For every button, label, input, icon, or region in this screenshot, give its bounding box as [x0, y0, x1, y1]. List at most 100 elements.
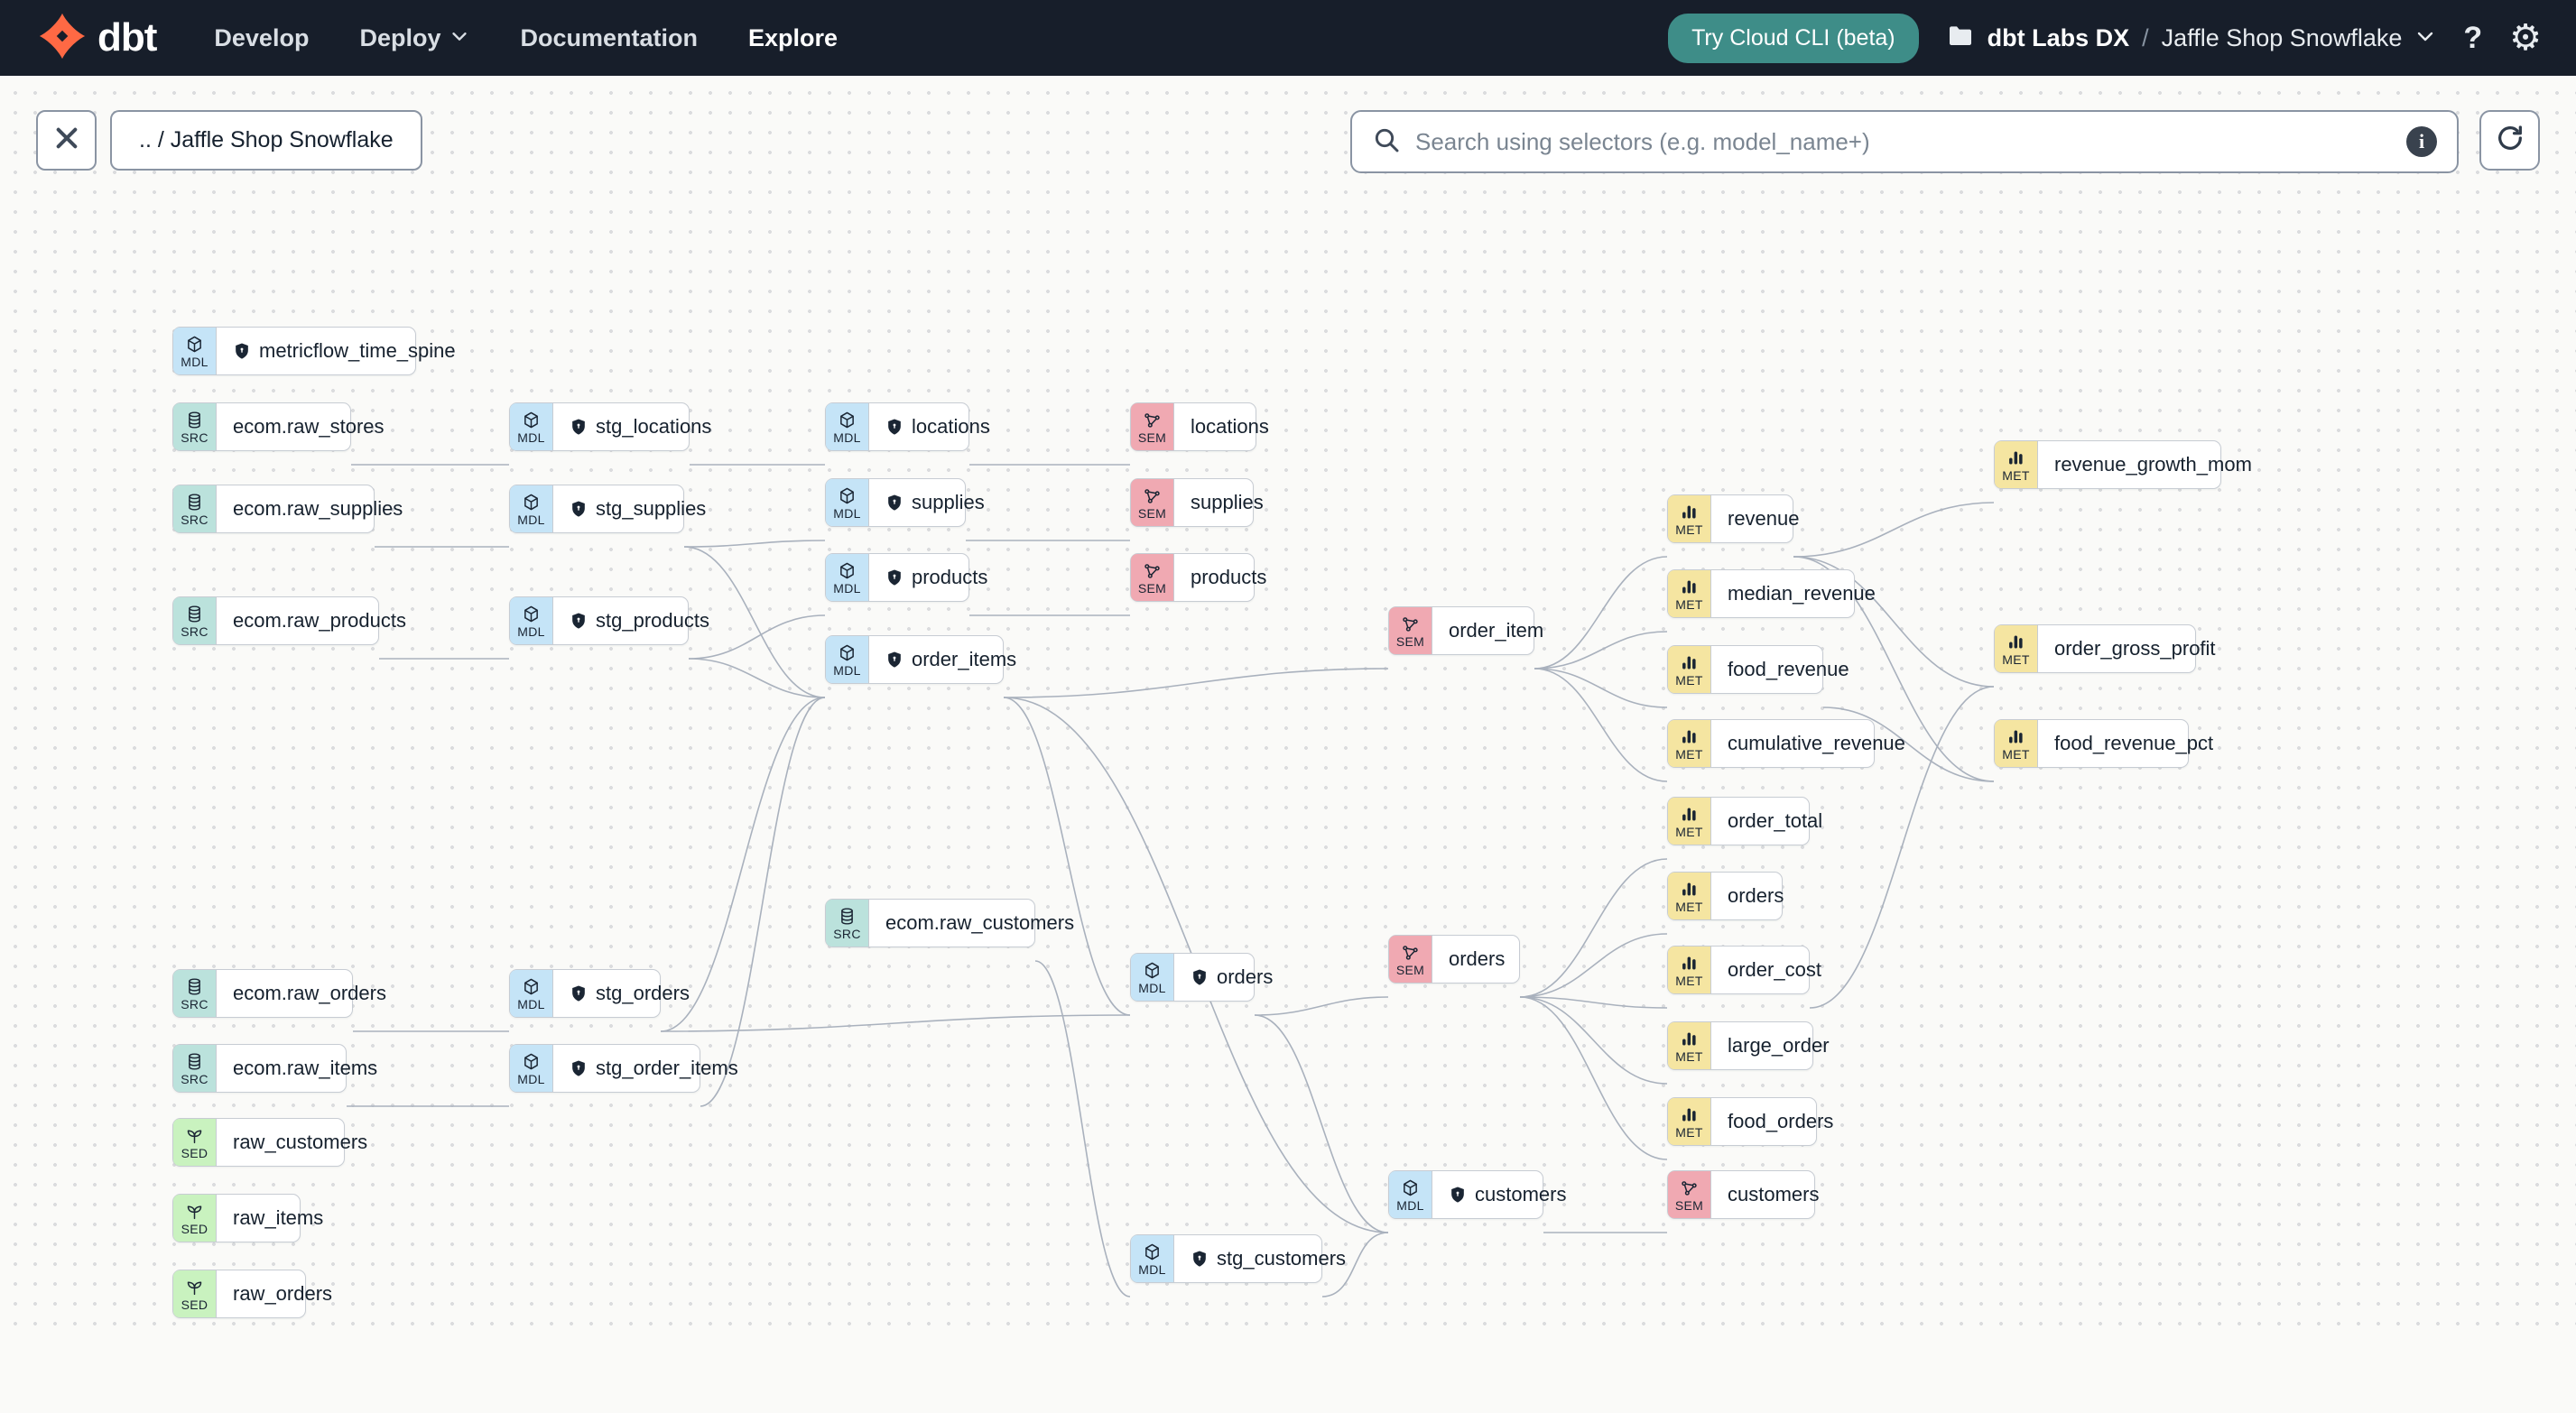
seedling-icon — [185, 1278, 204, 1297]
shield-icon — [233, 342, 251, 360]
top-navbar: dbt Develop Deploy Documentation Explore… — [0, 0, 2576, 76]
dbt-logo[interactable]: dbt — [0, 10, 157, 67]
cube-icon — [522, 1052, 541, 1071]
node-label: supplies — [1174, 479, 1280, 526]
node-label: ecom.raw_products — [217, 597, 422, 644]
node-type-label: SRC — [181, 429, 208, 445]
node-label: orders — [1711, 873, 1800, 919]
shield-icon — [1191, 968, 1209, 986]
node-type-badge: MDL — [826, 479, 869, 526]
search-input[interactable] — [1415, 127, 2392, 156]
node-name-text: order_cost — [1728, 958, 1821, 981]
node-type-badge: SRC — [826, 900, 869, 947]
graph-node-met_order_cost[interactable]: MET order_cost — [1667, 946, 1821, 994]
node-type-label: SEM — [1674, 1197, 1704, 1213]
node-label: stg_products — [553, 597, 726, 644]
node-type-badge: MET — [1668, 570, 1711, 617]
node-name-text: stg_order_items — [596, 1057, 738, 1079]
lineage-canvas[interactable]: .. / Jaffle Shop Snowflake i MDLmetricfl… — [0, 76, 2576, 1337]
node-label: large_order — [1711, 1022, 1846, 1069]
nav-item-explore[interactable]: Explore — [748, 23, 839, 51]
node-type-badge: MET — [1668, 1098, 1711, 1145]
node-label: ecom.raw_items — [217, 1045, 394, 1092]
node-label: stg_customers — [1174, 1235, 1362, 1282]
close-button[interactable] — [36, 110, 97, 171]
shield-icon — [1191, 1250, 1209, 1268]
node-type-badge: MET — [1668, 646, 1711, 693]
node-type-label: SRC — [181, 623, 208, 639]
node-label: raw_items — [217, 1195, 339, 1242]
shield-icon — [885, 651, 903, 669]
node-name-text: supplies — [1191, 491, 1264, 513]
metric-chart-icon — [2006, 448, 2025, 467]
project-switcher[interactable]: dbt Labs DX / Jaffle Shop Snowflake — [1946, 22, 2437, 55]
node-type-badge: SRC — [173, 403, 217, 450]
lineage-breadcrumb[interactable]: .. / Jaffle Shop Snowflake — [110, 110, 422, 171]
node-label: metricflow_time_spine — [217, 328, 472, 374]
try-cloud-cli-button[interactable]: Try Cloud CLI (beta) — [1668, 13, 1919, 63]
node-type-badge: SEM — [1389, 936, 1432, 983]
node-name-text: customers — [1475, 1183, 1567, 1205]
node-type-label: SRC — [833, 926, 861, 941]
node-type-label: MDL — [833, 580, 861, 596]
gear-icon[interactable]: ⚙ — [2509, 18, 2542, 58]
info-icon[interactable]: i — [2406, 126, 2437, 157]
node-label: order_gross_profit — [2038, 625, 2232, 672]
node-type-label: SEM — [1395, 962, 1425, 977]
node-label: order_item — [1432, 607, 1560, 654]
node-name-text: raw_customers — [233, 1131, 368, 1153]
node-type-label: MDL — [833, 429, 861, 445]
nav-item-develop[interactable]: Develop — [214, 23, 310, 51]
nav-item-documentation[interactable]: Documentation — [520, 23, 698, 51]
chevron-down-icon — [2414, 25, 2436, 51]
node-label: locations — [869, 403, 1006, 450]
node-type-label: MET — [1675, 596, 1703, 612]
node-type-label: MET — [1675, 973, 1703, 988]
node-type-badge: MET — [1668, 947, 1711, 993]
refresh-button[interactable] — [2479, 110, 2540, 171]
shield-icon — [570, 500, 588, 518]
shield-icon — [570, 612, 588, 630]
nav-item-deploy[interactable]: Deploy — [359, 24, 469, 52]
help-icon[interactable]: ? — [2463, 20, 2483, 55]
